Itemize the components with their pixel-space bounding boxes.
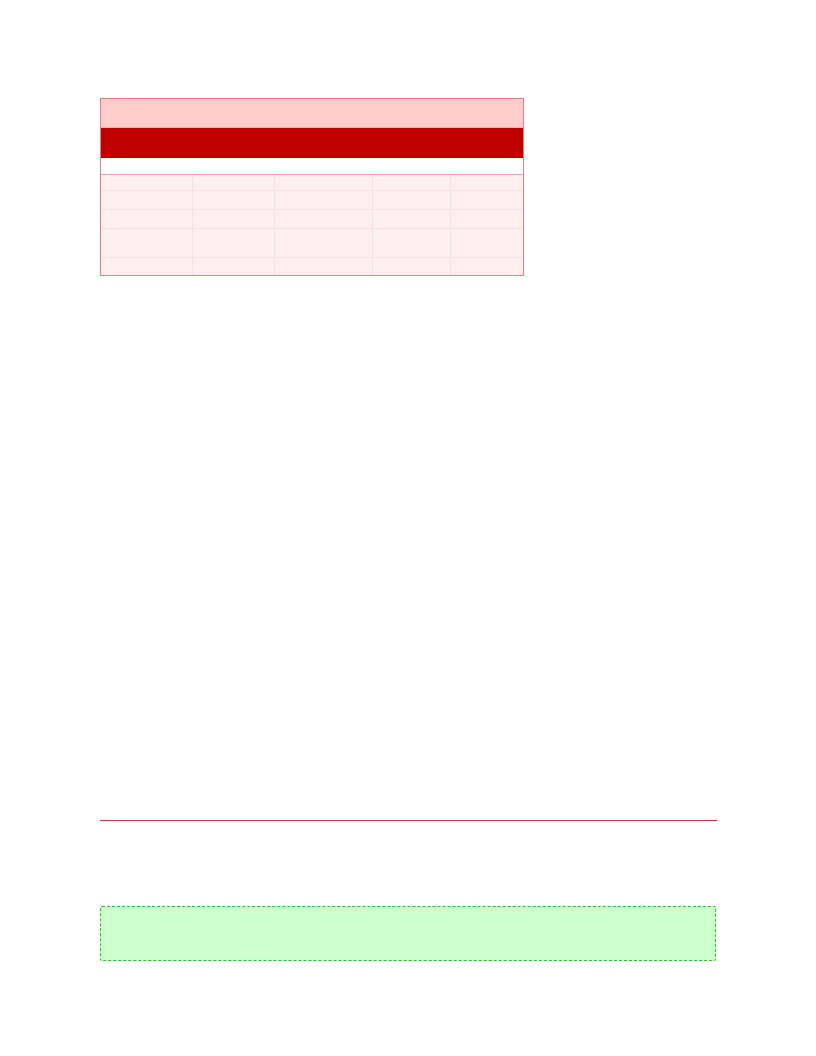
column-divider <box>450 175 451 275</box>
note-box <box>100 906 716 961</box>
table-subheader-row <box>101 158 523 175</box>
column-divider <box>372 175 373 275</box>
table-row <box>101 210 523 229</box>
column-divider <box>192 175 193 275</box>
data-table <box>100 98 524 276</box>
horizontal-rule <box>100 820 717 821</box>
table-row <box>101 175 523 191</box>
table-row <box>101 258 523 275</box>
table-body <box>101 175 523 275</box>
column-divider <box>274 175 275 275</box>
table-row <box>101 191 523 210</box>
table-header-row <box>101 128 523 158</box>
table-title-band <box>101 99 523 128</box>
table-row <box>101 229 523 258</box>
